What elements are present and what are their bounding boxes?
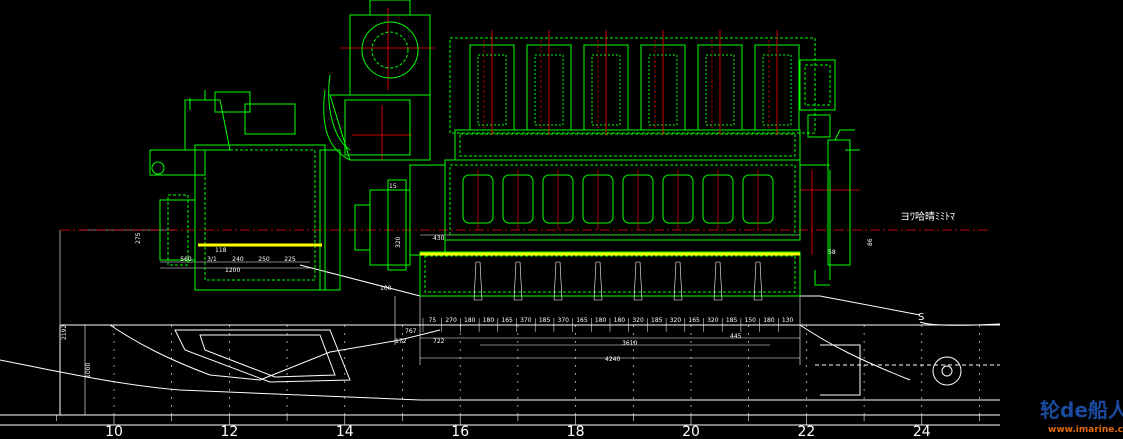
gearbox-dimension-chain: 560 3/1 240 250 225 [180, 256, 296, 263]
frame-label: 22 [797, 424, 815, 439]
frame-label: 18 [567, 424, 585, 439]
dim-segment: 370 [558, 317, 570, 324]
dim-172: 172 [395, 338, 407, 345]
holding-bolt [673, 261, 683, 301]
dim-segment: 180 [595, 317, 607, 324]
dim-445: 445 [730, 333, 742, 340]
dim-430: 430 [433, 235, 445, 242]
holding-bolt [633, 261, 643, 301]
dim-segment: 180 [464, 317, 476, 324]
holding-bolt [553, 261, 563, 301]
dim-segment: 185 [726, 317, 738, 324]
dim-segment: 320 [707, 317, 719, 324]
top-dimension-chain: 75 270 180 180 165 370 185 370 165 180 180 320 185 32… [422, 317, 794, 332]
dim-segment: 3/1 [207, 256, 217, 263]
dim-segment: 185 [651, 317, 663, 324]
side-label: ヨﾜ哈晴ﾐﾐﾄﾏ [900, 210, 955, 223]
frame-label: 12 [220, 424, 238, 439]
mark-s: S [918, 312, 924, 323]
dim-275: 275 [135, 232, 142, 244]
dimension-labels: 75 270 180 180 165 370 185 370 165 180 180 320 185 32… [61, 183, 955, 378]
site-watermark: 轮de船人 www.imarine.cn [1040, 398, 1123, 435]
dim-segment: 560 [180, 256, 192, 263]
dim-segment: 75 [429, 317, 437, 324]
holding-bolt [473, 261, 483, 301]
dim-86: 86 [867, 238, 874, 246]
dim-118: 118 [215, 247, 227, 254]
frame-grid-lines [55, 325, 980, 425]
dim-segment: 370 [520, 317, 532, 324]
holding-bolt [513, 261, 523, 301]
dim-767: 767 [405, 328, 417, 335]
engine-assembly [149, 0, 860, 297]
dim-segment: 320 [632, 317, 644, 324]
dim-320: 320 [395, 236, 402, 248]
dim-100: 100 [380, 285, 392, 292]
dim-segment: 180 [483, 317, 495, 324]
frame-label: 10 [105, 424, 123, 439]
frame-label: 14 [336, 424, 354, 439]
watermark-url: www.imarine.cn [1048, 425, 1123, 435]
dim-1200: 1200 [225, 267, 240, 274]
dim-segment: 180 [763, 317, 775, 324]
frame-label: 24 [913, 424, 931, 439]
dim-4240: 4240 [605, 356, 620, 363]
dim-1000: 1000 [85, 363, 92, 378]
dim-segment: 165 [501, 317, 513, 324]
frame-number-axis: 10 12 14 16 18 20 22 24 [105, 424, 931, 439]
holding-bolt [713, 261, 723, 301]
dim-722: 722 [433, 338, 445, 345]
dim-15: 15 [389, 183, 397, 190]
dim-segment: 130 [782, 317, 794, 324]
dim-segment: 180 [614, 317, 626, 324]
dim-segment: 225 [284, 256, 296, 263]
dim-segment: 240 [232, 256, 244, 263]
frame-label: 16 [451, 424, 469, 439]
dim-58: 58 [828, 249, 836, 256]
dim-segment: 150 [745, 317, 757, 324]
hull-structure [0, 264, 1001, 426]
highlight-lines [198, 243, 800, 256]
dim-3610: 3610 [622, 340, 637, 347]
cylinder-units [462, 30, 800, 301]
dim-segment: 250 [258, 256, 270, 263]
frame-label: 20 [682, 424, 700, 439]
dim-segment: 270 [445, 317, 457, 324]
dim-segment: 165 [576, 317, 588, 324]
watermark-logo: 轮de船人 [1040, 398, 1123, 422]
dim-2192: 2192 [61, 325, 68, 340]
holding-bolt [753, 261, 763, 301]
dim-segment: 320 [670, 317, 682, 324]
holding-bolt [593, 261, 603, 301]
dim-segment: 185 [539, 317, 551, 324]
dim-segment: 165 [688, 317, 700, 324]
